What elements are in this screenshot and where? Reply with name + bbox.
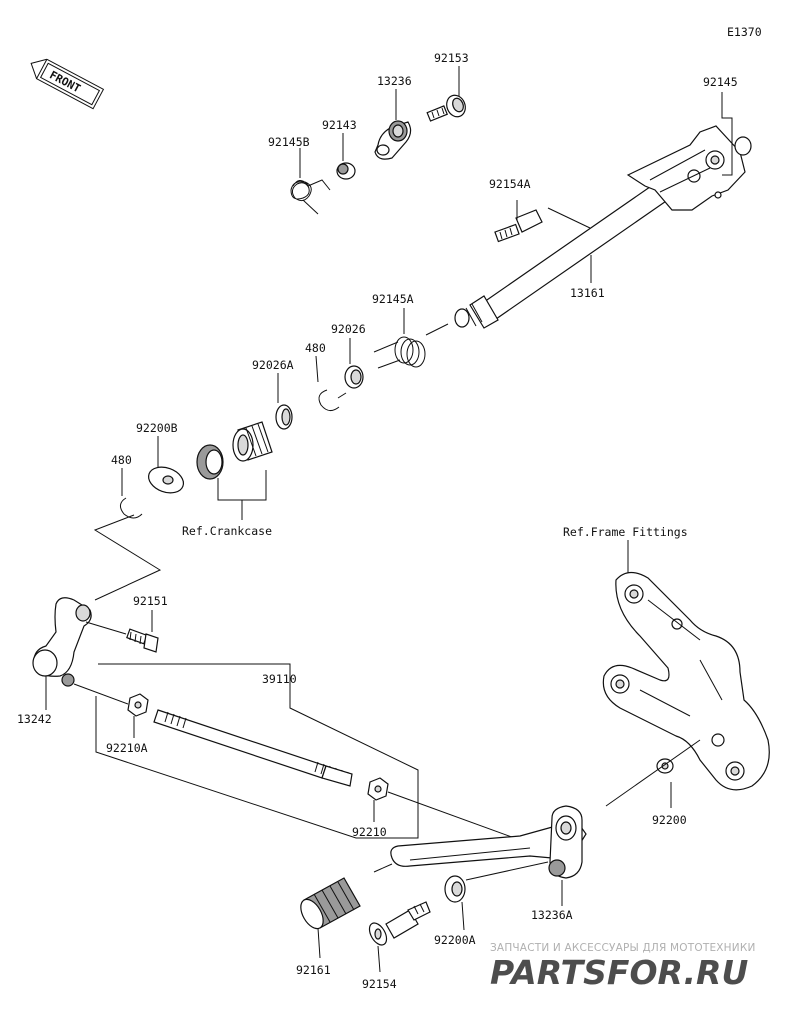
spring-92145A [373, 336, 426, 369]
washer-92200A [444, 875, 466, 903]
oil-seal [196, 444, 224, 480]
tie-rod [153, 709, 353, 787]
washer-92200 [656, 758, 674, 774]
nut-92210 [367, 777, 389, 801]
label-13242: 13242 [17, 712, 52, 726]
washer-92026A [275, 404, 293, 430]
collar-92143 [336, 162, 356, 180]
label-92200B: 92200B [136, 421, 178, 435]
ref-frame-fittings: Ref.Frame Fittings [563, 525, 688, 539]
nut-92210A [127, 693, 149, 717]
label-92210A: 92210A [106, 741, 148, 755]
lever-13236 [374, 120, 412, 160]
needle-bearing [232, 421, 273, 462]
label-92210: 92210 [352, 825, 387, 839]
label-13236A: 13236A [531, 908, 573, 922]
circlip-480-left [120, 497, 143, 519]
washer-92026 [344, 365, 364, 389]
circlip-92145 [734, 136, 752, 156]
spring-92145B [290, 179, 331, 215]
label-92026: 92026 [331, 322, 366, 336]
watermark: ЗАПЧАСТИ И АКСЕССУАРЫ ДЛЯ МОТОТЕХНИКИ PA… [490, 942, 756, 992]
rubber-92161 [300, 877, 361, 930]
front-arrow-icon: FRONT [30, 58, 105, 110]
label-92154: 92154 [362, 977, 397, 991]
label-92026A: 92026A [252, 358, 294, 372]
label-92153: 92153 [434, 51, 469, 65]
bolt-92154A [494, 200, 543, 243]
bolt-92153 [426, 94, 466, 122]
label-480-left: 480 [111, 453, 132, 467]
shift-shaft-13161 [454, 125, 746, 329]
label-13161: 13161 [570, 286, 605, 300]
bolt-92151 [126, 628, 159, 653]
label-13236: 13236 [377, 74, 412, 88]
ref-crankcase: Ref.Crankcase [182, 524, 272, 538]
watermark-subtitle: ЗАПЧАСТИ И АКСЕССУАРЫ ДЛЯ МОТОТЕХНИКИ [490, 942, 756, 954]
diagram-code: E1370 [727, 25, 762, 39]
watermark-brand: PARTSFOR.RU [490, 953, 748, 992]
label-92145A: 92145A [372, 292, 414, 306]
label-39110: 39110 [262, 672, 297, 686]
bolt-92154 [368, 901, 431, 946]
washer-92200B [147, 466, 185, 494]
lever-13242 [32, 597, 92, 687]
label-92154A: 92154A [489, 177, 531, 191]
label-92161: 92161 [296, 963, 331, 977]
label-92151: 92151 [133, 594, 168, 608]
label-92200: 92200 [652, 813, 687, 827]
label-92145B: 92145B [268, 135, 310, 149]
shift-pedal-13236A [390, 805, 587, 879]
frame-fitting [602, 571, 770, 791]
circlip-480-top [318, 389, 340, 411]
label-92145: 92145 [703, 75, 738, 89]
label-92200A: 92200A [434, 933, 476, 947]
label-480-top: 480 [305, 341, 326, 355]
label-92143: 92143 [322, 118, 357, 132]
